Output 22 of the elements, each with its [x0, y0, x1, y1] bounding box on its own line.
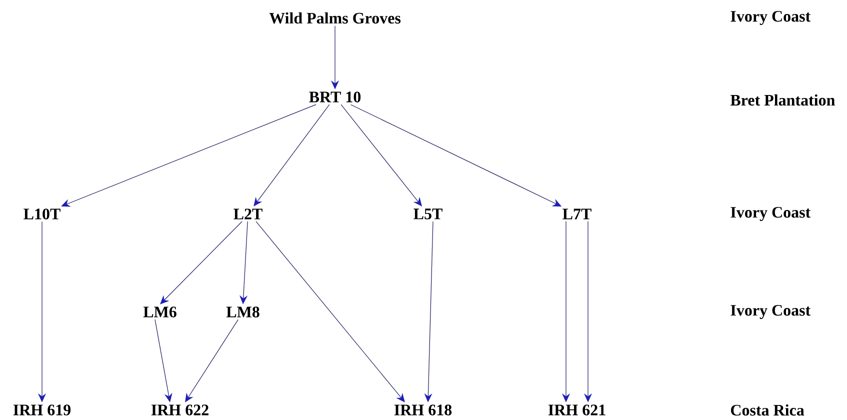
- arrow: [254, 104, 330, 206]
- node-label: Wild Palms Groves: [269, 12, 401, 24]
- node-label: L7T: [562, 208, 592, 220]
- region-label: Ivory Coast: [730, 304, 811, 319]
- arrow: [185, 319, 238, 402]
- region-label: Ivory Coast: [730, 10, 811, 26]
- node-label: L10T: [24, 208, 60, 220]
- region-label: Bret Plantation: [730, 94, 835, 106]
- arrow: [160, 221, 242, 304]
- region-label: Ivory Coast: [730, 206, 811, 221]
- node-label: IRH 619: [13, 404, 71, 416]
- arrow: [256, 221, 405, 402]
- node-label: IRH 621: [548, 404, 606, 416]
- node-label: LM8: [226, 306, 260, 318]
- node-label: IRH 622: [151, 404, 208, 416]
- node-label: LM6: [143, 306, 176, 318]
- arrow: [61, 104, 316, 207]
- node-label: L5T: [414, 208, 442, 220]
- node-label: IRH 618: [394, 404, 452, 416]
- node-label: BRT 10: [309, 92, 361, 102]
- node-label: L2T: [234, 208, 262, 220]
- region-label: Costa Rica: [730, 404, 804, 416]
